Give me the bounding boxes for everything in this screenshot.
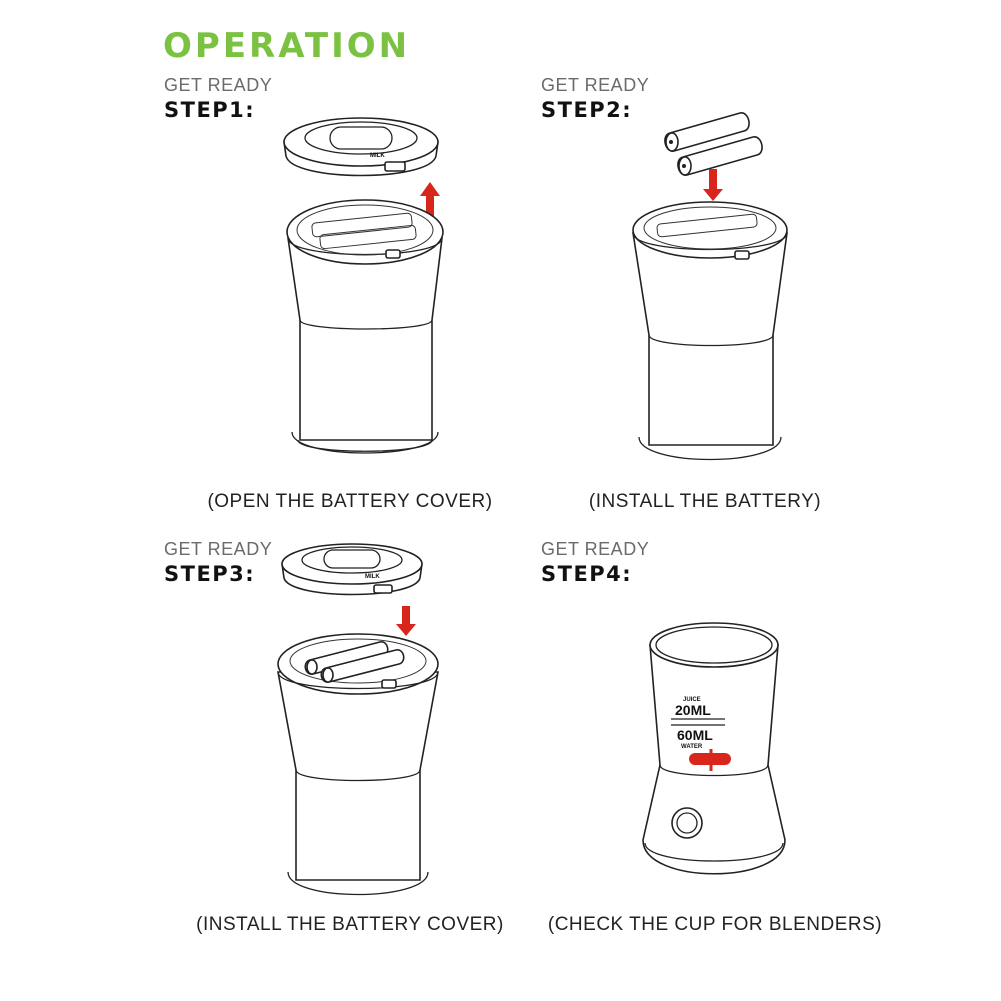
step2-caption: (INSTALL THE BATTERY) — [505, 491, 905, 513]
step4-get-ready: GET READY — [541, 539, 649, 560]
step4-label: STEP4: — [541, 562, 632, 586]
step1-get-ready: GET READY — [164, 75, 272, 96]
battery-cover: MILK — [282, 544, 422, 595]
step1-caption: (OPEN THE BATTERY COVER) — [150, 491, 550, 513]
step2-get-ready: GET READY — [541, 75, 649, 96]
step1-label: STEP1: — [164, 98, 255, 122]
battery-cover: MILK — [284, 118, 438, 176]
cover-label: MILK — [365, 574, 380, 580]
cover-label: MILK — [370, 153, 385, 159]
step1-illustration: MILK — [270, 110, 470, 490]
juice-ml-label: 20ML — [675, 702, 711, 718]
arrow-down-icon — [703, 169, 723, 201]
step2-illustration — [625, 105, 825, 485]
arrow-down-icon — [396, 606, 416, 636]
battery-icon — [665, 113, 762, 175]
step2-label: STEP2: — [541, 98, 632, 122]
step4-caption: (CHECK THE CUP FOR BLENDERS) — [515, 914, 915, 936]
water-label: WATER — [681, 744, 703, 750]
power-button-icon — [672, 808, 702, 838]
page-title: OPERATION — [163, 26, 410, 66]
blender-base — [287, 200, 443, 453]
water-ml-label: 60ML — [677, 727, 713, 743]
blender-base — [278, 634, 438, 895]
blender-base — [633, 202, 787, 460]
blender-cup: JUICE 20ML 60ML WATER — [643, 623, 785, 874]
step4-illustration: JUICE 20ML 60ML WATER — [635, 615, 795, 895]
step3-label: STEP3: — [164, 562, 255, 586]
step3-caption: (INSTALL THE BATTERY COVER) — [150, 914, 550, 936]
step3-illustration: MILK — [270, 540, 470, 910]
step3-get-ready: GET READY — [164, 539, 272, 560]
